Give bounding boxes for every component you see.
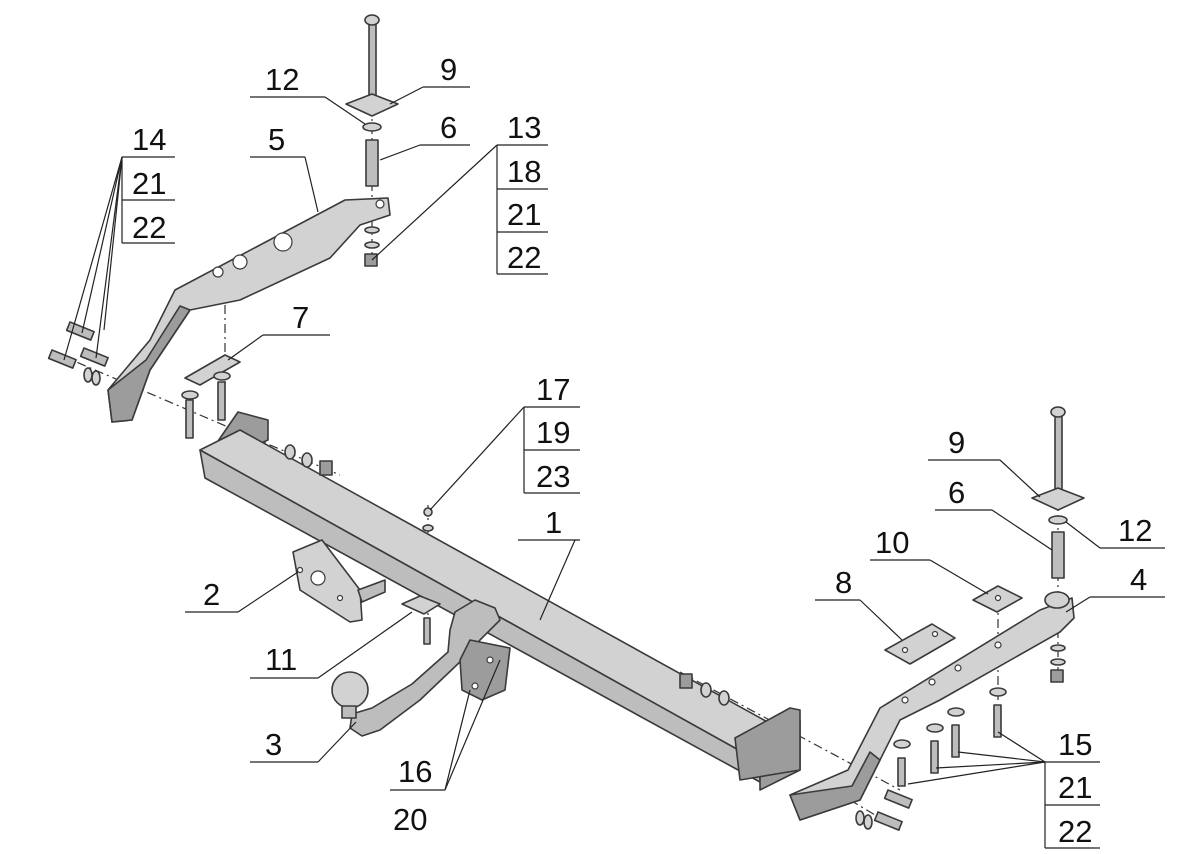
callout-19: 19: [536, 415, 570, 450]
callout-22-right: 22: [1058, 814, 1092, 849]
right-side-bolts: [855, 687, 1007, 831]
callout-14: 14: [132, 122, 166, 157]
callout-21-mid: 21: [507, 197, 541, 232]
main-crossbar: [199, 411, 801, 791]
callout-6-left: 6: [440, 110, 457, 145]
callout-21-left: 21: [132, 166, 166, 201]
callout-9-left: 9: [440, 52, 457, 87]
callout-21-right: 21: [1058, 770, 1092, 805]
callout-22-left: 22: [132, 210, 166, 245]
callout-2: 2: [203, 577, 220, 612]
callout-13: 13: [507, 110, 541, 145]
right-clamp-plates: [884, 585, 1023, 665]
tow-ball-arm: [331, 599, 511, 737]
callout-4: 4: [1130, 562, 1147, 597]
right-mounting-bracket: [789, 591, 1075, 821]
callout-labels: 12 9 6 5 14 21 22 13 18 21 22 7 17 19 23…: [132, 52, 1152, 849]
crossbar-fasteners: [284, 444, 730, 706]
callout-11: 11: [265, 642, 297, 677]
callout-7: 7: [292, 300, 309, 335]
callout-12-left: 12: [265, 62, 299, 97]
callout-17: 17: [536, 372, 570, 407]
callout-3: 3: [265, 727, 282, 762]
callout-20: 20: [393, 802, 427, 837]
callout-10: 10: [875, 525, 909, 560]
center-bracket-plate: [401, 507, 441, 645]
callout-22-mid: 22: [507, 240, 541, 275]
callout-18: 18: [507, 154, 541, 189]
callout-1: 1: [545, 505, 562, 540]
callout-16: 16: [398, 754, 432, 789]
callout-12-right: 12: [1118, 513, 1152, 548]
electrical-socket-plate: [292, 539, 386, 623]
callout-9-right: 9: [948, 425, 965, 460]
leader-lines: [63, 86, 1165, 849]
callout-8: 8: [835, 565, 852, 600]
left-clamp-plate: [181, 354, 241, 439]
right-vertical-bolt-assembly: [1031, 406, 1085, 683]
left-vertical-bolt-assembly: [345, 14, 399, 267]
callout-23: 23: [536, 459, 570, 494]
callout-6-right: 6: [948, 475, 965, 510]
callout-15: 15: [1058, 727, 1092, 762]
callout-5: 5: [268, 122, 285, 157]
left-mounting-bracket: [107, 197, 391, 423]
